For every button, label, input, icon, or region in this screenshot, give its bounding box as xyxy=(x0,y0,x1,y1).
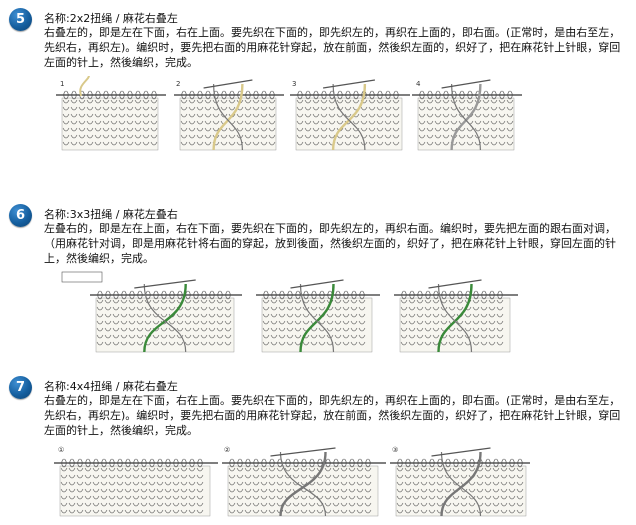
section-title: 名称:2x2扭绳 / 麻花右叠左 xyxy=(44,12,178,25)
panel-label: 1 xyxy=(60,80,64,88)
knit-panel xyxy=(394,279,518,353)
panel-label: ② xyxy=(224,446,230,454)
panel-label: 4 xyxy=(416,80,421,88)
knitting-illustration-3x3 xyxy=(61,271,518,353)
knit-panel xyxy=(412,79,522,151)
panel-label: ③ xyxy=(392,446,398,454)
panel-label: 3 xyxy=(292,80,296,88)
knitting-illustration-4x4: ① ② ③ xyxy=(54,446,530,517)
section-title: 名称:3x3扭绳 / 麻花左叠右 xyxy=(44,208,178,221)
knitting-illustration-2x2: 1 2 3 4 xyxy=(56,76,522,151)
section-body: 右叠左的，即是左在下面，右在上面。要先织在下面的，即先织左的，再织在上面的，即右… xyxy=(44,394,621,437)
cable-needle-icon xyxy=(61,271,103,283)
section-body: 右叠左的，即是左在下面，右在上面。要先织在下面的，即先织左的，再织在上面的，即右… xyxy=(44,26,621,69)
knit-panel xyxy=(56,76,166,151)
knit-fabric-panels xyxy=(54,447,530,517)
knit-panel xyxy=(390,447,530,517)
panel-label: 2 xyxy=(176,80,180,88)
step-number-badge: 5 xyxy=(9,8,32,31)
knit-panel xyxy=(222,447,386,517)
knit-panel xyxy=(256,279,380,353)
section-body: 左叠右的，即是左在上面，右在下面，要先织在下面的，即先织左的，再织右面。编织时，… xyxy=(44,222,616,265)
knit-fabric-panels xyxy=(56,76,522,151)
step-number-badge: 6 xyxy=(9,204,32,227)
knit-fabric-panels xyxy=(61,271,518,353)
knit-panel xyxy=(54,458,218,517)
knit-panel xyxy=(290,79,410,151)
step-number-badge: 7 xyxy=(9,376,32,399)
knit-panel xyxy=(90,279,242,353)
knit-panel xyxy=(174,79,284,151)
section-title: 名称:4x4扭绳 / 麻花右叠左 xyxy=(44,380,178,393)
panel-label: ① xyxy=(58,446,64,454)
